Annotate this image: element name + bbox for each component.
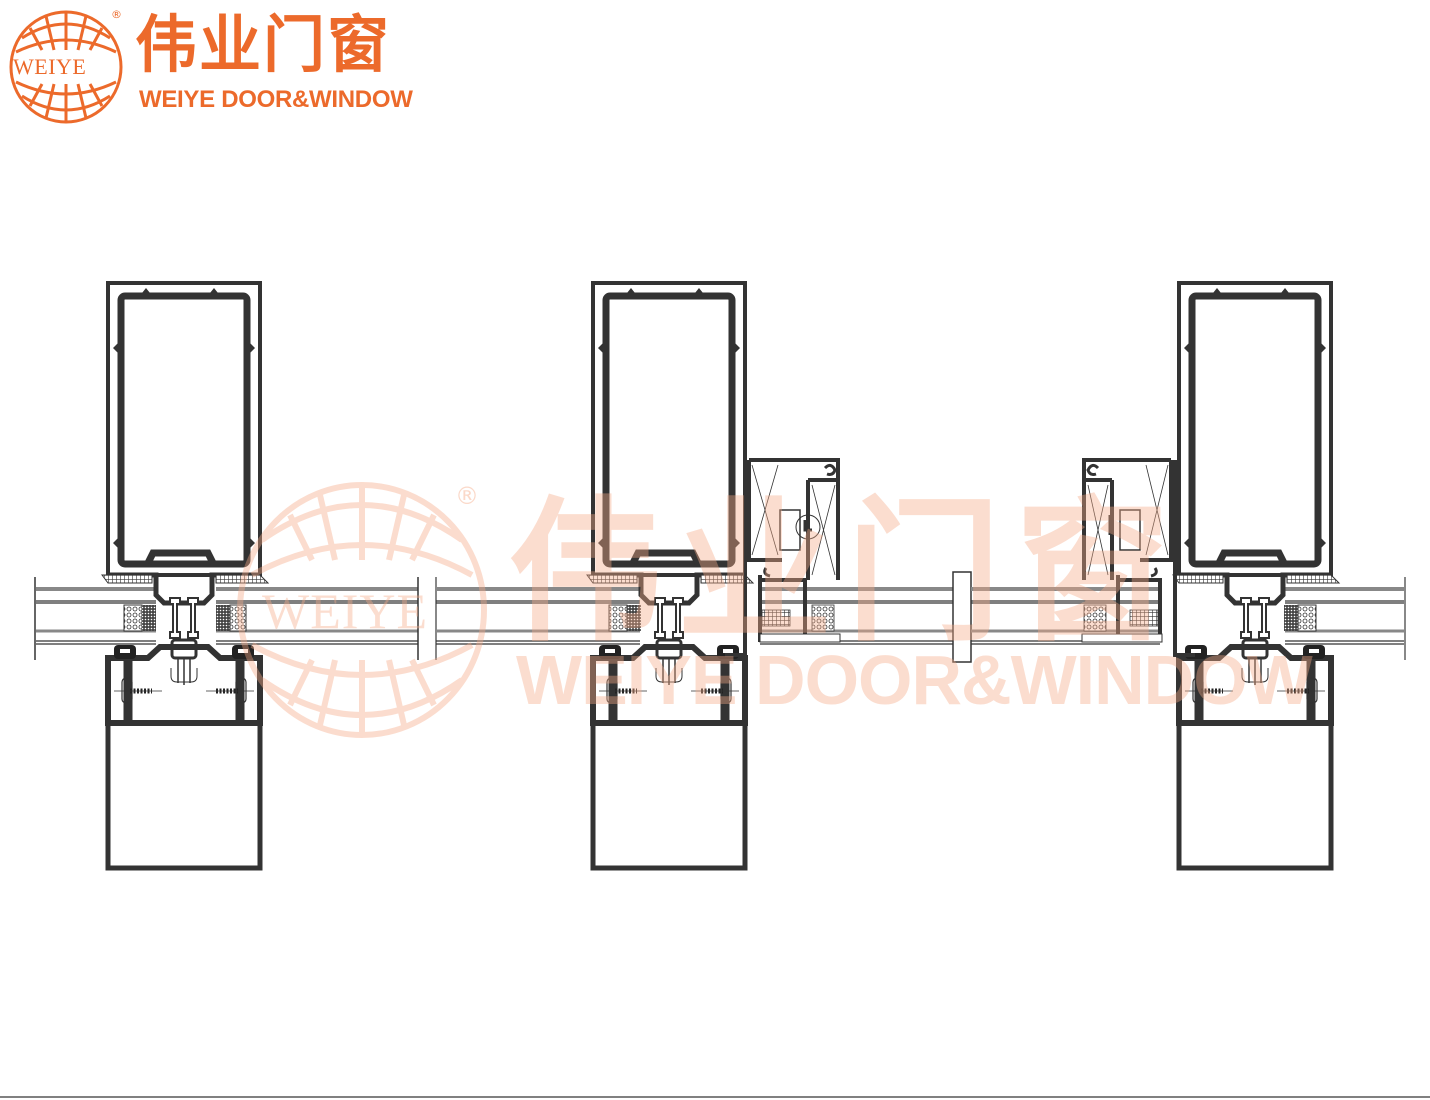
glass-spacers — [123, 604, 1317, 632]
watermark-emblem-text: WEIYE — [262, 583, 429, 639]
brand-name-cn: 伟业门窗 — [135, 8, 392, 81]
sash-center — [725, 458, 841, 657]
glass-mid — [436, 571, 1160, 663]
sash-right — [1081, 458, 1195, 657]
watermark-brand-cn: 伟业门窗 — [508, 482, 1184, 663]
globe-emblem-icon — [9, 10, 123, 124]
registered-mark: ® — [111, 8, 122, 21]
watermark-registered-mark: ® — [455, 482, 479, 510]
watermark-emblem — [237, 482, 487, 738]
watermark-brand-en: WEIYE DOOR&WINDOW — [516, 641, 1313, 719]
emblem-text: WEIYE — [13, 54, 87, 79]
mullion-right — [1173, 283, 1339, 868]
bottom-border — [0, 1096, 1430, 1098]
brand-name-en: WEIYE DOOR&WINDOW — [139, 86, 413, 113]
brand-logo: WEIYE ® 伟业门窗 WEIYE DOOR&WINDOW — [0, 0, 460, 130]
glass-units — [34, 571, 1406, 663]
